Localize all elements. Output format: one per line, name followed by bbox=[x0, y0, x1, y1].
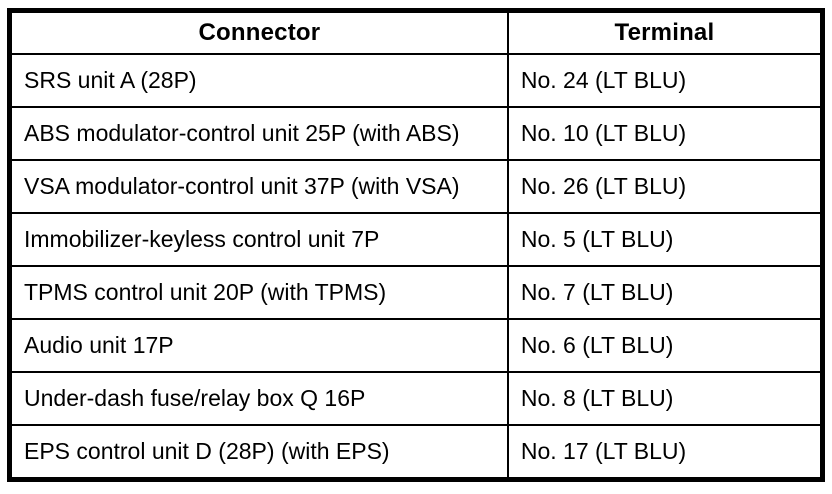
terminal-cell: No. 5 (LT BLU) bbox=[506, 212, 824, 267]
document-page: Connector Terminal SRS unit A (28P) No. … bbox=[7, 8, 825, 482]
connector-cell: ABS modulator-control unit 25P (with ABS… bbox=[8, 106, 509, 161]
connector-cell: Audio unit 17P bbox=[8, 318, 509, 373]
table-row: EPS control unit D (28P) (with EPS) No. … bbox=[8, 424, 824, 481]
terminal-cell: No. 6 (LT BLU) bbox=[506, 318, 824, 373]
table-row: Immobilizer-keyless control unit 7P No. … bbox=[8, 212, 824, 267]
terminal-cell: No. 10 (LT BLU) bbox=[506, 106, 824, 161]
table-body: SRS unit A (28P) No. 24 (LT BLU) ABS mod… bbox=[8, 53, 824, 481]
table-row: TPMS control unit 20P (with TPMS) No. 7 … bbox=[8, 265, 824, 320]
table-row: Under-dash fuse/relay box Q 16P No. 8 (L… bbox=[8, 371, 824, 426]
connector-cell: SRS unit A (28P) bbox=[8, 53, 509, 108]
terminal-cell: No. 8 (LT BLU) bbox=[506, 371, 824, 426]
terminal-cell: No. 24 (LT BLU) bbox=[506, 53, 824, 108]
table-row: SRS unit A (28P) No. 24 (LT BLU) bbox=[8, 53, 824, 108]
connector-terminal-table: Connector Terminal SRS unit A (28P) No. … bbox=[7, 8, 825, 482]
table-row: ABS modulator-control unit 25P (with ABS… bbox=[8, 106, 824, 161]
header-row: Connector Terminal bbox=[8, 9, 824, 55]
connector-cell: VSA modulator-control unit 37P (with VSA… bbox=[8, 159, 509, 214]
connector-cell: Under-dash fuse/relay box Q 16P bbox=[8, 371, 509, 426]
terminal-column-header: Terminal bbox=[506, 9, 824, 55]
connector-cell: TPMS control unit 20P (with TPMS) bbox=[8, 265, 509, 320]
table-row: VSA modulator-control unit 37P (with VSA… bbox=[8, 159, 824, 214]
table-row: Audio unit 17P No. 6 (LT BLU) bbox=[8, 318, 824, 373]
terminal-cell: No. 17 (LT BLU) bbox=[506, 424, 824, 481]
connector-cell: Immobilizer-keyless control unit 7P bbox=[8, 212, 509, 267]
connector-cell: EPS control unit D (28P) (with EPS) bbox=[8, 424, 509, 481]
terminal-cell: No. 26 (LT BLU) bbox=[506, 159, 824, 214]
terminal-cell: No. 7 (LT BLU) bbox=[506, 265, 824, 320]
connector-column-header: Connector bbox=[8, 9, 509, 55]
